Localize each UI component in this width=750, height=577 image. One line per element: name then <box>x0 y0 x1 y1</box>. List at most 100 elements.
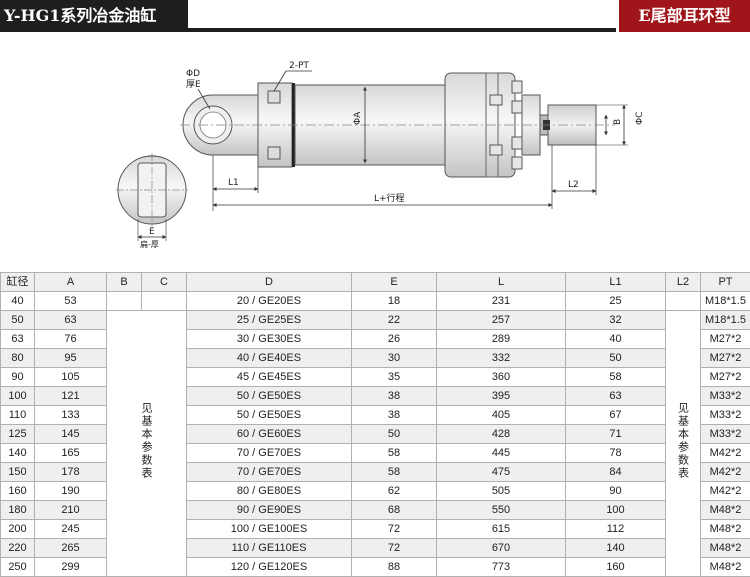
col-a: A <box>35 273 107 292</box>
dim-flat-thick: 扁-厚 <box>140 239 159 249</box>
page-subtitle: E尾部耳环型 <box>616 0 750 32</box>
cell-a: 121 <box>35 387 107 406</box>
cell-l1: 58 <box>566 368 666 387</box>
cell-a: 299 <box>35 558 107 577</box>
cell-a: 63 <box>35 311 107 330</box>
merged-note-l2: 见基本参数表 <box>666 311 701 577</box>
cell-bore: 140 <box>1 444 35 463</box>
cell-bore: 160 <box>1 482 35 501</box>
col-l1: L1 <box>566 273 666 292</box>
cell-a: 76 <box>35 330 107 349</box>
cell-l: 475 <box>437 463 566 482</box>
cell-e: 72 <box>352 539 437 558</box>
cell-e: 50 <box>352 425 437 444</box>
cell-bore: 180 <box>1 501 35 520</box>
dim-phi-c: ΦC <box>635 112 645 125</box>
cell-d: 25 / GE25ES <box>187 311 352 330</box>
cell-e: 58 <box>352 463 437 482</box>
port-left <box>268 91 280 103</box>
cell-l1: 63 <box>566 387 666 406</box>
cell-d: 100 / GE100ES <box>187 520 352 539</box>
dim-b: B <box>613 119 623 125</box>
cell-pt: M48*2 <box>701 539 750 558</box>
cell-l1: 50 <box>566 349 666 368</box>
cell-a: 53 <box>35 292 107 311</box>
cell-bore: 90 <box>1 368 35 387</box>
cell-l1: 140 <box>566 539 666 558</box>
cylinder-drawing: ΦA 2-PT ΦD 厚E L1 L+行程 L2 B ΦC E 扁-厚 <box>0 33 750 271</box>
cell-pt: M42*2 <box>701 444 750 463</box>
cell-d: 70 / GE70ES <box>187 463 352 482</box>
col-l: L <box>437 273 566 292</box>
col-e: E <box>352 273 437 292</box>
cell-e: 62 <box>352 482 437 501</box>
col-b: B <box>107 273 142 292</box>
cell-l: 550 <box>437 501 566 520</box>
cell-l: 405 <box>437 406 566 425</box>
cell-l: 360 <box>437 368 566 387</box>
cell-l1: 25 <box>566 292 666 311</box>
cell-l: 445 <box>437 444 566 463</box>
cell-l1: 71 <box>566 425 666 444</box>
cell-pt: M48*2 <box>701 558 750 577</box>
cell-l: 395 <box>437 387 566 406</box>
cell-l: 670 <box>437 539 566 558</box>
cell-l1: 78 <box>566 444 666 463</box>
cell-pt: M33*2 <box>701 425 750 444</box>
cell-a: 190 <box>35 482 107 501</box>
cell-a: 145 <box>35 425 107 444</box>
cell-l1: 90 <box>566 482 666 501</box>
cell-bore: 100 <box>1 387 35 406</box>
table-header-row: 缸径 A B C D E L L1 L2 PT <box>1 273 750 292</box>
col-d: D <box>187 273 352 292</box>
cell-l: 231 <box>437 292 566 311</box>
cell-l1: 40 <box>566 330 666 349</box>
cell-l1: 100 <box>566 501 666 520</box>
dim-l2: L2 <box>568 180 579 190</box>
cell-e: 22 <box>352 311 437 330</box>
header-divider <box>188 28 616 32</box>
cell-l1: 160 <box>566 558 666 577</box>
cell-e: 35 <box>352 368 437 387</box>
cell-a: 178 <box>35 463 107 482</box>
cell-l: 505 <box>437 482 566 501</box>
cell-d: 40 / GE40ES <box>187 349 352 368</box>
col-bore: 缸径 <box>1 273 35 292</box>
cell-bore: 80 <box>1 349 35 368</box>
cell-bore: 150 <box>1 463 35 482</box>
cell-bore: 250 <box>1 558 35 577</box>
merged-note-l2-text: 见基本参数表 <box>675 402 692 480</box>
cell-d: 20 / GE20ES <box>187 292 352 311</box>
dim-thick-e: 厚E <box>186 79 201 90</box>
cell-d: 80 / GE80ES <box>187 482 352 501</box>
dim-phi-a: ΦA <box>353 111 363 125</box>
cell-d: 30 / GE30ES <box>187 330 352 349</box>
cell-d: 70 / GE70ES <box>187 444 352 463</box>
cell-pt: M42*2 <box>701 482 750 501</box>
cell-e: 38 <box>352 387 437 406</box>
cell-e: 58 <box>352 444 437 463</box>
cell-bore: 40 <box>1 292 35 311</box>
cell-pt: M27*2 <box>701 349 750 368</box>
merged-note-bc-text: 见基本参数表 <box>138 402 155 480</box>
cell-pt: M42*2 <box>701 463 750 482</box>
cell-e: 38 <box>352 406 437 425</box>
cell-d: 50 / GE50ES <box>187 387 352 406</box>
cell-l1: 84 <box>566 463 666 482</box>
cell-pt: M27*2 <box>701 368 750 387</box>
cell-e: 88 <box>352 558 437 577</box>
cell-e: 72 <box>352 520 437 539</box>
cell-bore: 110 <box>1 406 35 425</box>
cell-e: 18 <box>352 292 437 311</box>
cell-l2-first <box>666 292 701 311</box>
cell-d: 45 / GE45ES <box>187 368 352 387</box>
cell-l: 332 <box>437 349 566 368</box>
cell-c-first <box>142 292 187 311</box>
cell-a: 133 <box>35 406 107 425</box>
cell-l: 615 <box>437 520 566 539</box>
cell-b-first <box>107 292 142 311</box>
cell-a: 265 <box>35 539 107 558</box>
cell-bore: 200 <box>1 520 35 539</box>
